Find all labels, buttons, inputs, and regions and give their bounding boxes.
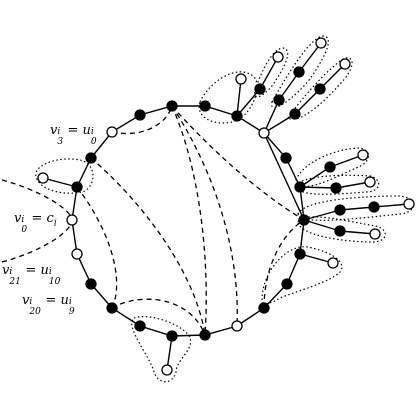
enclosure-top-spike-2 <box>271 35 329 109</box>
main-cycle <box>71 105 305 337</box>
edge-top-c1 <box>263 99 280 134</box>
vertex-filled <box>71 181 83 193</box>
edge-top-b1 <box>236 88 261 117</box>
vertex-hollow <box>357 149 369 161</box>
vertex-filled <box>298 214 310 226</box>
vertex-filled <box>294 181 306 193</box>
vertex-hollow <box>403 198 415 210</box>
vertices <box>37 37 415 376</box>
edge-right-3c <box>373 203 410 208</box>
vertex-hollow <box>272 51 284 63</box>
vertex-hollow <box>37 172 49 184</box>
edge-top-d1 <box>263 113 296 134</box>
vertex-filled <box>166 330 178 342</box>
edge-right-3b <box>339 206 375 211</box>
vertex-filled <box>254 83 266 95</box>
dashed-112-to-205 <box>111 298 206 336</box>
edge-right-4b <box>339 230 376 235</box>
edge-top-a <box>236 78 242 117</box>
solid-edges <box>42 42 410 371</box>
dashed-91-to-205 <box>90 157 206 336</box>
vertex-hollow <box>339 58 351 70</box>
edge-top-c3 <box>298 42 322 73</box>
vertex-hollow <box>258 127 270 139</box>
vertex-filled <box>330 182 342 194</box>
edge-right-2b <box>335 181 371 189</box>
edge-top-b2 <box>259 56 279 90</box>
vertex-u10 <box>71 248 83 260</box>
dashed-curves <box>1 105 305 336</box>
vertex-hollow <box>369 228 381 240</box>
vertex-filled <box>280 152 292 164</box>
edge-left-pendant <box>42 177 78 188</box>
vertex-filled <box>85 278 97 290</box>
enclosure-lower-right <box>261 246 343 305</box>
dashed-left-upper <box>1 179 73 221</box>
edge-right-4a <box>303 219 341 232</box>
edge-top-d2 <box>294 88 321 115</box>
vertex-filled <box>199 100 211 112</box>
vertex-c <box>66 214 78 226</box>
dashed-172-to-205 <box>171 105 207 336</box>
enclosure-top-spike-3 <box>287 57 353 120</box>
edge-top-c2 <box>278 71 300 101</box>
dashed-top-arc <box>111 105 173 135</box>
vertex-filled <box>166 100 178 112</box>
edge-hub-304-264 <box>263 132 305 221</box>
vertex-hollow <box>231 320 243 332</box>
vertex-filled <box>294 248 306 260</box>
dashed-264-to-304 <box>263 219 305 309</box>
vertex-u0 <box>106 126 118 138</box>
edge-bottom-pendant <box>166 335 173 371</box>
vertex-filled <box>293 66 305 78</box>
vertex-filled <box>334 204 346 216</box>
edge-right-1b <box>329 154 364 168</box>
vertex-hollow <box>161 364 173 376</box>
dotted-enclosures <box>35 35 415 383</box>
vertex-filled <box>134 109 146 121</box>
vertex-hollow <box>364 176 376 188</box>
vertex-filled <box>314 83 326 95</box>
dashed-172-to-304 <box>171 105 305 221</box>
edge-top-d3 <box>319 63 346 90</box>
vertex-filled <box>134 320 146 332</box>
vertex-filled <box>324 161 336 173</box>
edge-right-3a <box>303 209 341 221</box>
edge-right-5 <box>299 253 334 264</box>
vertex-filled <box>106 302 118 314</box>
enclosure-left-pair <box>35 158 94 194</box>
enclosure-top-left-pair <box>198 71 258 124</box>
vertex-hollow <box>315 37 327 49</box>
vertex-hollow <box>235 73 247 85</box>
vertex-hollow <box>327 257 339 269</box>
dashed-77-to-112 <box>76 186 118 309</box>
vertex-filled <box>273 94 285 106</box>
vertex-filled <box>231 110 243 122</box>
vertex-filled <box>289 108 301 120</box>
vertex-filled <box>258 302 270 314</box>
vertex-filled <box>368 201 380 213</box>
enclosure-bottom <box>131 316 192 383</box>
enclosure-right-3 <box>297 195 415 221</box>
edge-right-1a <box>299 166 331 188</box>
dashed-left-lower <box>1 219 73 263</box>
vertex-filled <box>281 278 293 290</box>
enclosure-right-2 <box>295 174 380 195</box>
vertex-filled <box>85 152 97 164</box>
dashed-172-to-237 <box>171 105 238 327</box>
edge-right-2a <box>299 186 337 189</box>
vertex-filled <box>199 329 211 341</box>
vertex-filled <box>334 225 346 237</box>
